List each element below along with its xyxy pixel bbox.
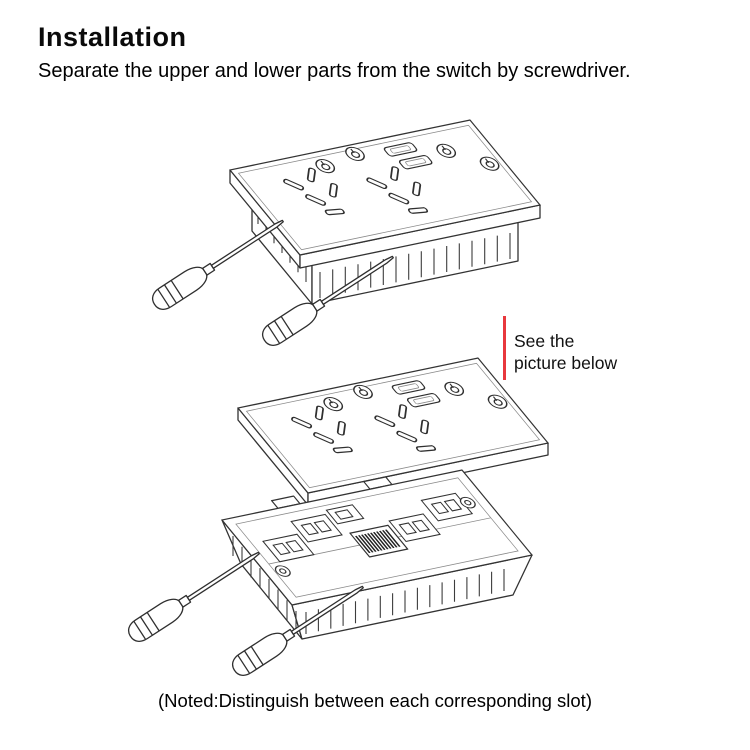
- wiring-slot-block: [325, 504, 365, 525]
- wiring-slot-block: [420, 492, 474, 522]
- page-title: Installation: [38, 22, 187, 52]
- callout-divider-line: [503, 316, 506, 380]
- connector-pins: [354, 529, 401, 554]
- lower-base-figure: [123, 469, 533, 681]
- wiring-slot-block: [262, 533, 315, 563]
- assembled-switch-figure: [147, 119, 541, 351]
- callout-line-2: picture below: [514, 353, 618, 373]
- note-text: (Noted:Distinguish between each correspo…: [158, 690, 592, 711]
- wiring-slot-block: [388, 513, 441, 543]
- wiring-slot-block: [290, 513, 343, 543]
- callout-line-1: See the: [514, 331, 575, 351]
- connector-block: [349, 524, 409, 558]
- instruction-text: Separate the upper and lower parts from …: [38, 60, 631, 82]
- callout-text: See the picture below: [514, 330, 617, 374]
- vent-ribs: [232, 536, 297, 631]
